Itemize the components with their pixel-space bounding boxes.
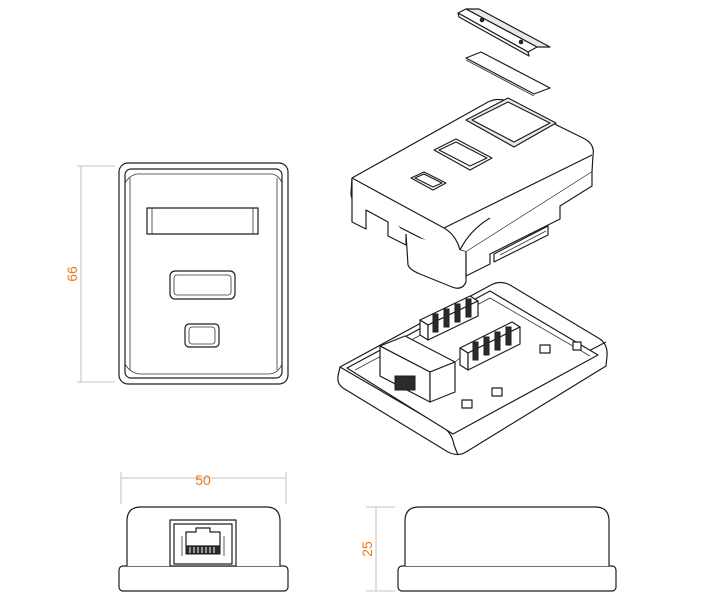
front-jack-view [118,506,289,592]
width-dimension-label: 50 [195,472,211,488]
depth-dimension-label: 25 [359,541,375,557]
front-view [118,162,289,385]
idc-block-rear [419,295,479,341]
label-strip-top [457,8,551,57]
height-dimension: 66 [64,165,115,383]
label-window [146,207,259,235]
height-dimension-label: 66 [64,266,80,282]
side-view [397,506,617,592]
width-dimension: 50 [120,472,287,504]
label-strip-clear [465,51,551,97]
idc-block-front [459,321,521,371]
housing-base [337,281,608,456]
port-opening [169,270,236,300]
mini-opening [184,323,220,348]
depth-dimension: 25 [359,506,395,592]
housing-cover [350,97,594,289]
